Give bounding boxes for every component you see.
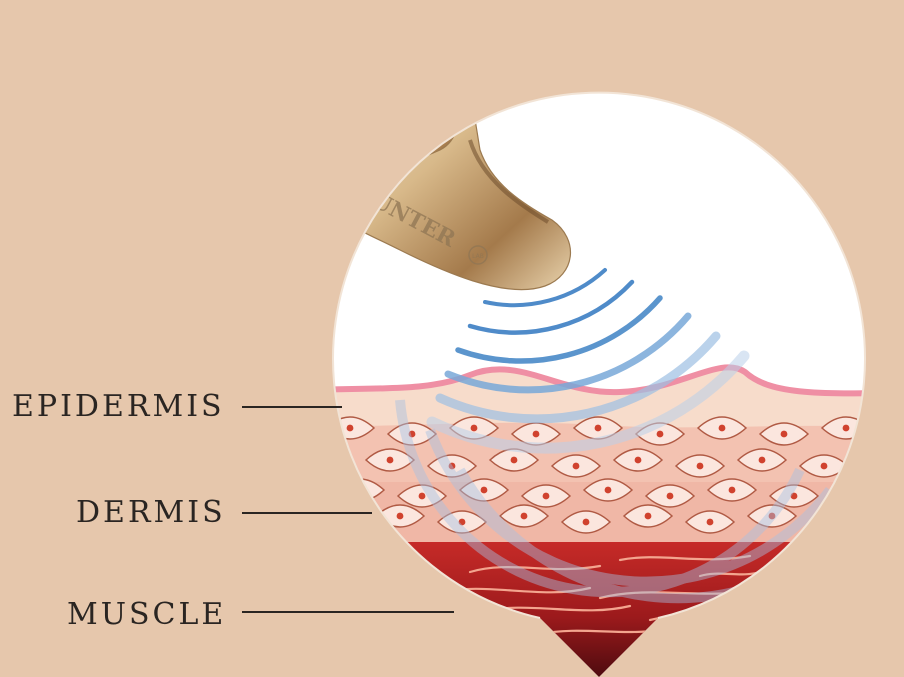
cell-nucleus <box>583 519 590 526</box>
cell-nucleus <box>667 493 674 500</box>
cell-nucleus <box>719 425 726 432</box>
cell-nucleus <box>387 457 394 464</box>
cell-nucleus <box>645 513 652 520</box>
cell-icon <box>862 449 904 471</box>
leader-epidermis <box>242 406 342 408</box>
cell-icon <box>832 479 880 501</box>
cell-nucleus <box>759 457 766 464</box>
cell-nucleus <box>781 431 788 438</box>
cell-nucleus <box>821 463 828 470</box>
leader-muscle <box>242 611 454 613</box>
cell-nucleus <box>573 463 580 470</box>
cell-nucleus <box>357 487 364 494</box>
cell-nucleus <box>419 493 426 500</box>
label-muscle: MUSCLE <box>67 600 226 630</box>
cell-nucleus <box>471 425 478 432</box>
cell-icon <box>810 511 858 533</box>
cell-nucleus <box>481 487 488 494</box>
cell-nucleus <box>397 513 404 520</box>
label-epidermis: EPIDERMIS <box>12 392 225 422</box>
cell-nucleus <box>697 463 704 470</box>
muscle-layer <box>280 540 904 677</box>
label-dermis: DERMIS <box>76 498 226 528</box>
cell-nucleus <box>521 513 528 520</box>
cell-nucleus <box>657 431 664 438</box>
cell-nucleus <box>729 487 736 494</box>
cell-nucleus <box>707 519 714 526</box>
brand-mark-text: LAB <box>472 253 484 260</box>
cell-nucleus <box>595 425 602 432</box>
cell-nucleus <box>347 425 354 432</box>
cell-nucleus <box>533 431 540 438</box>
cell-nucleus <box>511 457 518 464</box>
cell-nucleus <box>843 425 850 432</box>
cell-nucleus <box>543 493 550 500</box>
cell-nucleus <box>853 487 860 494</box>
cell-nucleus <box>883 457 890 464</box>
cell-nucleus <box>635 457 642 464</box>
cell-nucleus <box>831 519 838 526</box>
cell-nucleus <box>605 487 612 494</box>
leader-dermis <box>242 512 372 514</box>
